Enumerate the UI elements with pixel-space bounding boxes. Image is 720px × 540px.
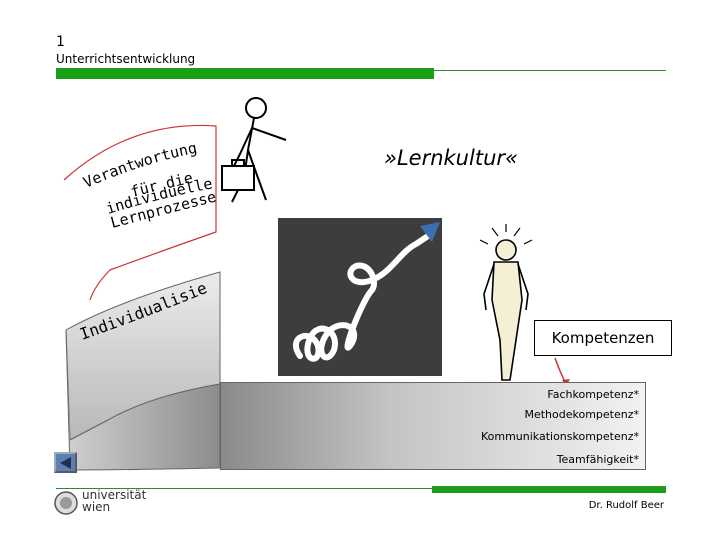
arrow-head-icon xyxy=(420,222,440,242)
thinking-person-icon xyxy=(479,224,533,381)
ribbon-front xyxy=(65,329,221,471)
competency-item: Kommunikationskompetenz* xyxy=(480,430,639,443)
learning-path-line xyxy=(292,233,431,362)
slide-number: 1 xyxy=(56,34,65,50)
university-logo: universität wien xyxy=(54,489,154,517)
competency-item: Teamfähigkeit* xyxy=(556,453,639,466)
lernkultur-title: »Lernkultur« xyxy=(384,146,518,170)
logo-line-2: wien xyxy=(82,500,111,514)
competency-panel: Fachkompetenz* Methodekompetenz* Kommuni… xyxy=(220,382,646,470)
author-credit: Dr. Rudolf Beer xyxy=(588,500,664,511)
header-accent-bar xyxy=(56,68,434,79)
logo-line-1: universität xyxy=(82,488,147,502)
header-title: Unterrichtsentwicklung xyxy=(56,52,196,66)
kompetenzen-label: Kompetenzen xyxy=(551,329,655,347)
kompetenzen-box: Kompetenzen xyxy=(534,320,672,356)
competency-item: Fachkompetenz* xyxy=(547,388,639,401)
walking-person-icon xyxy=(221,97,287,203)
back-button[interactable] xyxy=(54,452,77,473)
verantwortung-line-3: individuellen xyxy=(0,0,214,218)
verantwortung-outline xyxy=(63,124,217,301)
competency-item: Methodekompetenz* xyxy=(524,408,639,421)
footer-accent-bar xyxy=(432,486,666,493)
footer-rule xyxy=(56,488,666,489)
university-seal-icon xyxy=(54,491,78,515)
